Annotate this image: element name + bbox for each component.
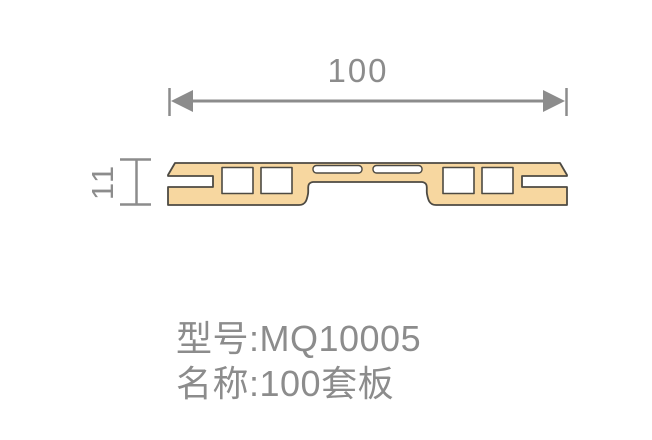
profile-hole-square-3 bbox=[442, 166, 475, 195]
profile-cross-section bbox=[167, 162, 568, 206]
profile-slot-right bbox=[372, 164, 423, 174]
profile-slot-left bbox=[312, 164, 363, 174]
width-dimension-label: 100 bbox=[327, 52, 389, 89]
product-info: 型号:MQ10005 名称:100套板 bbox=[176, 316, 421, 406]
model-label: 型号:MQ10005 bbox=[176, 318, 422, 359]
height-dimension bbox=[120, 158, 151, 206]
name-label: 名称:100套板 bbox=[176, 363, 395, 404]
width-dimension bbox=[168, 88, 568, 116]
width-dim-arrow-left bbox=[171, 90, 193, 112]
width-dim-arrow-right bbox=[543, 90, 565, 112]
profile-hole-square-2 bbox=[260, 166, 293, 195]
height-dimension-label: 11 bbox=[85, 163, 120, 201]
profile-hole-square-4 bbox=[481, 166, 514, 195]
profile-hole-square-1 bbox=[221, 166, 254, 195]
